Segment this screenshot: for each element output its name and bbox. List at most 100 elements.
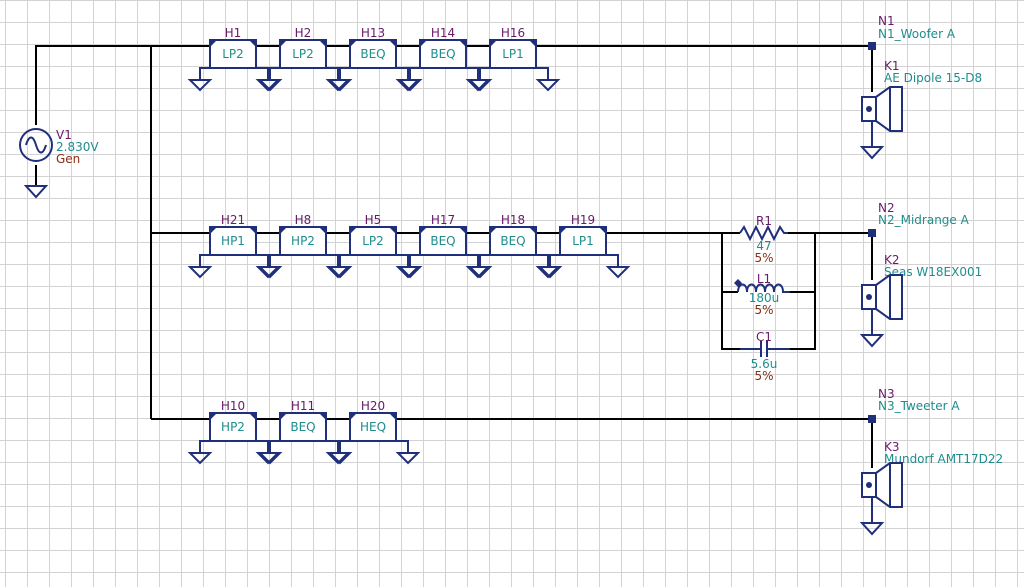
ground-icon (605, 266, 631, 279)
input-marker-icon (560, 227, 567, 234)
ground-lead (479, 67, 490, 80)
ground-icon (859, 522, 885, 536)
filter-block-box (559, 226, 607, 256)
driver-k2-symbol[interactable] (859, 274, 903, 348)
input-marker-icon (350, 227, 357, 234)
resistor-icon (739, 224, 788, 242)
output-marker-icon (529, 227, 536, 234)
filter-block-type: HP2 (291, 234, 315, 248)
filter-block-ref: H10 (221, 399, 245, 413)
filter-block-ref: H21 (221, 213, 245, 227)
generator-symbol[interactable]: V1 2.830V Gen (19, 128, 99, 199)
ground-lead (339, 440, 350, 453)
filter-block-ref: H1 (225, 26, 242, 40)
ground-icon (257, 452, 283, 465)
filter-block-type: BEQ (360, 47, 385, 61)
input-marker-icon (420, 227, 427, 234)
filter-block-type: LP2 (222, 47, 244, 61)
generator-ref: V1 (56, 128, 72, 142)
wires (35, 45, 873, 468)
driver-k2-ref: K2 (884, 253, 900, 267)
ground-icon (257, 266, 283, 279)
ground-icon (537, 266, 563, 279)
speaker-dot-icon (866, 106, 872, 112)
ground-lead (339, 67, 350, 80)
output-marker-icon (389, 227, 396, 234)
speaker-dot-icon (866, 482, 872, 488)
output-marker-icon (249, 413, 256, 420)
ground-icon (187, 266, 213, 279)
inductor-l1[interactable]: L1 180u 5% (734, 272, 790, 317)
driver-k1-ref: K1 (884, 59, 900, 73)
r1-ref: R1 (756, 214, 772, 228)
generator-circle (19, 128, 53, 162)
polarity-dot-icon (734, 279, 742, 287)
filter-block-ref: H16 (501, 26, 525, 40)
ground-lead (409, 67, 420, 80)
output-marker-icon (249, 40, 256, 47)
ground-lead (256, 67, 269, 80)
filter-block-ref: H13 (361, 26, 385, 40)
capacitor-c1[interactable]: C1 5.6u 5% (740, 330, 790, 383)
resistor-r1[interactable]: R1 47 5% (739, 214, 788, 265)
filter-block-box (279, 412, 327, 442)
filter-block-ref: H11 (291, 399, 315, 413)
ground-lead (256, 440, 269, 453)
ground-lead (269, 440, 280, 453)
filter-block-box (349, 412, 397, 442)
driver-k2-name: Seas W18EX001 (884, 265, 982, 279)
filter-block-box (209, 412, 257, 442)
filter-blocks: H1LP2H2LP2H13BEQH14BEQH16LP1H21HP1H8HP2H… (187, 26, 631, 465)
ground-lead (409, 254, 420, 267)
filter-block-type: BEQ (430, 234, 455, 248)
driver-k3-name: Mundorf AMT17D22 (884, 452, 1003, 466)
node-n2-label: N2_Midrange A (878, 213, 970, 227)
ground-icon (327, 266, 353, 279)
ground-lead (536, 254, 549, 267)
filter-block-box (279, 39, 327, 69)
ground-lead (396, 67, 409, 80)
ground-icon (397, 79, 423, 92)
driver-labels: K1 AE Dipole 15-D8 K2 Seas W18EX001 K3 M… (884, 59, 1003, 466)
l1-value: 180u (749, 291, 780, 305)
filter-block-type: LP1 (502, 47, 524, 61)
input-marker-icon (280, 413, 287, 420)
wire-rlc-right-rail (790, 233, 816, 350)
generator-name: Gen (56, 152, 80, 166)
node-n3-label: N3_Tweeter A (878, 399, 960, 413)
ground-icon (397, 266, 423, 279)
filter-block-type: LP2 (362, 234, 384, 248)
ground-lead (606, 254, 619, 267)
l1-tolerance: 5% (754, 303, 773, 317)
filter-block-type: HP1 (221, 234, 245, 248)
driver-k1-symbol[interactable] (859, 86, 903, 160)
filter-block-box (349, 39, 397, 69)
wire-rlc-left-rail (721, 233, 740, 350)
ground-lead (326, 440, 339, 453)
speaker-dot-icon (866, 294, 872, 300)
driver-k3-symbol[interactable] (859, 462, 903, 536)
ground-icon (859, 334, 885, 348)
generator-value: 2.830V (56, 140, 99, 154)
sine-wave-icon (25, 136, 47, 154)
driver-k1-name: AE Dipole 15-D8 (884, 71, 982, 85)
ground-lead (536, 67, 549, 80)
r1-tolerance: 5% (754, 251, 773, 265)
ground-icon (187, 452, 213, 465)
filter-block-type: BEQ (430, 47, 455, 61)
